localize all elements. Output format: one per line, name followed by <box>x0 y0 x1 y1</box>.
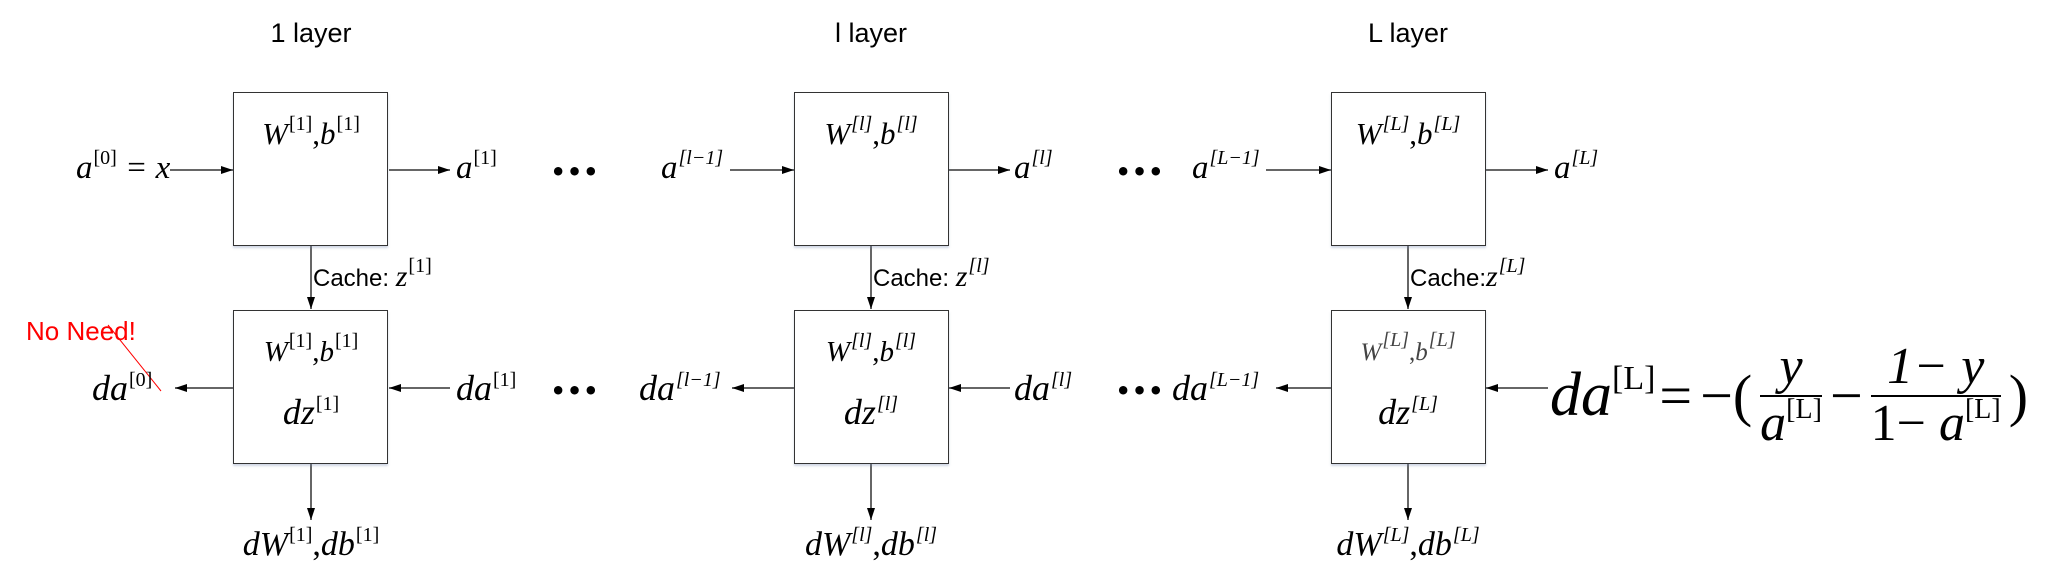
grads-L: dW[L],db[L] <box>1336 524 1480 563</box>
grads-1: dW[1],db[1] <box>242 524 380 563</box>
backward-box-1 <box>233 310 388 464</box>
input-a-l-minus-1: a[l−1] <box>661 147 724 186</box>
input-a0: a[0] = x <box>76 147 171 186</box>
cache-label-l: Cache: z[l] <box>873 255 990 293</box>
equation-close-paren: ) <box>2008 363 2029 429</box>
equation-equals: = <box>1659 363 1693 429</box>
input-da-l: da[l] <box>1014 368 1073 408</box>
grads-l: dW[l],db[l] <box>804 524 938 563</box>
dz-l: dz[l] <box>843 392 899 432</box>
output-da-l-minus-1: da[l−1] <box>639 368 721 408</box>
backward-params-1: W[1],b[1] <box>263 330 359 368</box>
backward-params-L: W[L],b[L] <box>1360 329 1456 366</box>
cache-label-1: Cache: z[1] <box>313 255 432 293</box>
output-da0: da[0] <box>92 368 153 408</box>
backward-box-l <box>794 310 949 464</box>
forward-params-l: W[l],b[l] <box>824 113 918 151</box>
input-da1: da[1] <box>456 368 517 408</box>
backward-params-l: W[l],b[l] <box>825 330 917 368</box>
forward-box-L <box>1331 92 1486 246</box>
dz-1: dz[1] <box>282 392 340 432</box>
fraction-1: y a[L] <box>1760 338 1822 452</box>
cache-label-L: Cache:z[L] <box>1410 255 1526 293</box>
title-layer-L: L layer <box>1367 18 1449 48</box>
input-a-L-minus-1: a[L−1] <box>1192 147 1260 186</box>
forward-box-l <box>794 92 949 246</box>
strike-line <box>107 324 162 392</box>
forward-params-L: W[L],b[L] <box>1355 113 1461 151</box>
output-a-l: a[l] <box>1014 147 1053 186</box>
output-da-L-minus-1: da[L−1] <box>1172 368 1260 408</box>
forward-box-1 <box>233 92 388 246</box>
equation-lhs: da[L] <box>1550 360 1656 430</box>
ellipsis-forward-1: ••• <box>550 158 600 186</box>
output-a-L: a[L] <box>1554 147 1599 186</box>
output-a1: a[1] <box>456 147 497 186</box>
ellipsis-forward-2: ••• <box>1115 158 1165 186</box>
backward-box-L <box>1331 310 1486 464</box>
ellipsis-backward-2: ••• <box>1115 377 1165 405</box>
ellipsis-backward-1: ••• <box>550 377 600 405</box>
equation-minus: − <box>1829 363 1863 429</box>
no-need-note: No Need! <box>26 316 136 346</box>
equation-minus-paren: −( <box>1700 363 1753 429</box>
fraction-2: 1− y 1− a[L] <box>1870 338 2001 452</box>
dz-L: dz[L] <box>1378 392 1438 432</box>
title-layer-l: l layer <box>834 18 908 48</box>
title-layer-1: 1 layer <box>270 18 352 48</box>
da-L-equation: da[L] = −( y a[L] − 1− y 1− a[L] ) <box>1550 338 2032 452</box>
forward-params-1: W[1],b[1] <box>262 113 360 151</box>
